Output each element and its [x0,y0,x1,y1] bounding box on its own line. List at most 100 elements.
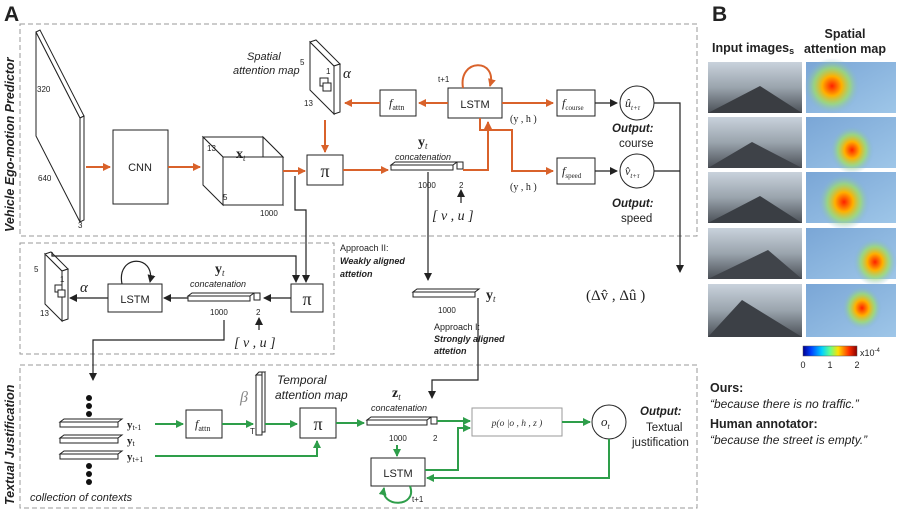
output-textual-2: justification [631,437,689,449]
temporal-title-1: Temporal [277,373,327,387]
slab-dim-5: 5 [300,58,305,67]
output-label-speed: Output: [612,198,654,210]
yt-symbol-top: yt [418,135,428,151]
concat-bar-middle [411,288,481,298]
yh-label-course: (y , h ) [510,114,537,125]
yt-symbol-approach2: yt [215,262,225,278]
concat-label-bottom: concatenation [371,403,427,413]
example-image-row-5 [708,284,896,337]
section-label-textual: Textual Justification [3,384,17,505]
arrow-alpha2-pi [51,252,300,283]
human-label: Human annotator: [710,417,818,431]
temporal-title-2: attention map [275,388,348,402]
alpha-symbol-approach2: α [80,280,89,296]
spatial-title-2: attention map [233,65,300,77]
input-image-stack [35,29,85,223]
output-label-course: Output: [612,123,654,135]
output-textual-1: Textual [646,422,682,434]
arrow-lstm-speed [479,118,554,175]
input-width-label: 640 [38,174,52,183]
cube-dim-5: 5 [223,193,228,202]
pi-label-approach2: π [302,289,311,309]
arrow-ot-lstm [426,439,610,482]
pi-label-bottom: π [313,414,322,434]
colorbar-tick-0: 0 [800,360,805,370]
approach2-line3: attetion [340,269,373,279]
f-course-label: fcourse [562,96,584,112]
arrow-yt-lstm [463,121,492,171]
f-speed-box [556,157,596,185]
delta-output: (Δv̂ , Δû ) [586,288,645,304]
lstm-label-approach2: LSTM [120,294,149,306]
output-speed: speed [621,213,652,225]
lstm-top-loop [461,64,496,89]
example-image-row-4 [708,228,897,286]
concat-bar-approach2 [186,292,261,302]
uhat-label: ût+τ [625,96,641,112]
output-course: course [619,138,654,150]
arrow-lstm-prob [425,424,471,471]
dim-2-bottom: 2 [433,434,438,443]
feature-cube-xt [201,135,285,207]
arrow-contexts-pi [155,440,321,457]
context-dots [86,395,92,485]
cnn-label: CNN [128,162,152,174]
approach2-box [19,242,335,355]
context-y-prev: yt-1 [127,419,141,432]
pi-box-top [306,154,344,186]
concat-label-approach2: concatenation [190,279,246,289]
col1-header: Input imagess [712,41,794,56]
colorbar-tick-2: 2 [854,360,859,370]
lstm-label-top: LSTM [460,99,489,111]
arrow-approach2-collection [89,320,225,381]
concat-bar-bottom [365,416,438,426]
pi-box-approach2 [290,283,324,313]
slab-dim-1: 1 [326,67,331,76]
xt-symbol: xt [236,147,246,163]
spatial-title-1: Spatial [247,51,281,63]
collection-label: collection of contexts [30,492,133,504]
vu-input-approach2: [ v , u ] [234,336,276,351]
lstm-top-t1: t+1 [438,75,450,84]
spatial-attention-slab [309,39,341,116]
panel-b-label: B [712,3,727,26]
slab2-dim-13: 13 [40,309,49,318]
f-attn-box-top [379,89,417,117]
vu-input-top: [ v , u ] [432,209,474,224]
ours-label: Ours: [710,381,743,395]
pi-label-top: π [320,161,329,181]
col2-header-1: Spatial [825,27,866,41]
concat-label-top: concatenation [395,152,451,162]
input-channels-label: 3 [78,221,83,230]
example-image-row-1 [708,58,896,114]
human-text: “because the street is empty.” [710,433,868,447]
dim-2-top: 2 [459,181,464,190]
arrow-outputs-delta [654,102,684,273]
f-attn-label-top: fattn [389,96,404,112]
lstm-box-bottom [370,457,426,487]
zt-symbol: zt [392,386,401,402]
dim-1000-bottom: 1000 [389,434,407,443]
ot-label: ot [601,414,611,431]
dim-1000-approach2: 1000 [210,308,228,317]
slab2-dim-1: 1 [60,275,65,284]
example-image-row-3 [708,172,896,230]
ours-text: “because there is no traffic.” [710,397,860,411]
approach2-line1: Approach II: [340,243,389,253]
slab-dim-13: 13 [304,99,313,108]
dim-1000-middle: 1000 [438,306,456,315]
ego-motion-box [19,23,698,237]
context-y-next: yt+1 [127,451,143,464]
lstm-label-bottom: LSTM [383,468,412,480]
yh-label-speed: (y , h ) [510,182,537,193]
approach1-line2: Strongly aligned [434,334,505,344]
example-image-row-2 [708,117,896,174]
approach1-line3: attetion [434,346,467,356]
lstm-bottom-loop [378,485,413,504]
colorbar-tick-1: 1 [827,360,832,370]
alpha-symbol: α [343,66,352,82]
panel-a-label: A [4,3,19,26]
attention-slab-approach2 [44,251,69,323]
textual-justification-box [19,364,698,509]
